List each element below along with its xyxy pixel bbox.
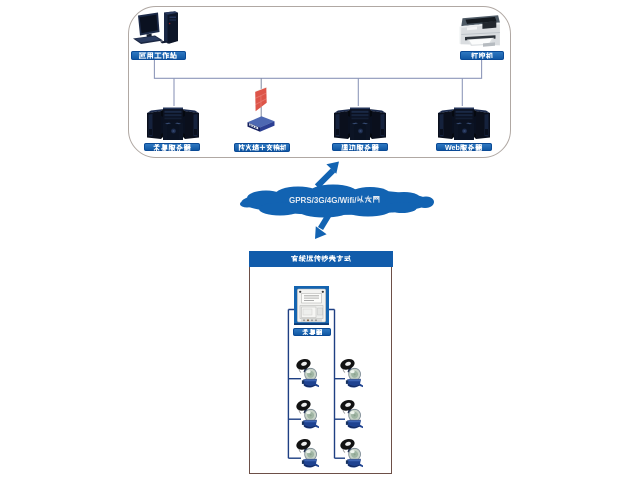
svg-text:GPRS/3G/4G/Wifi/: GPRS/3G/4G/Wifi/	[289, 196, 357, 205]
svg-text:Web: Web	[445, 144, 460, 151]
